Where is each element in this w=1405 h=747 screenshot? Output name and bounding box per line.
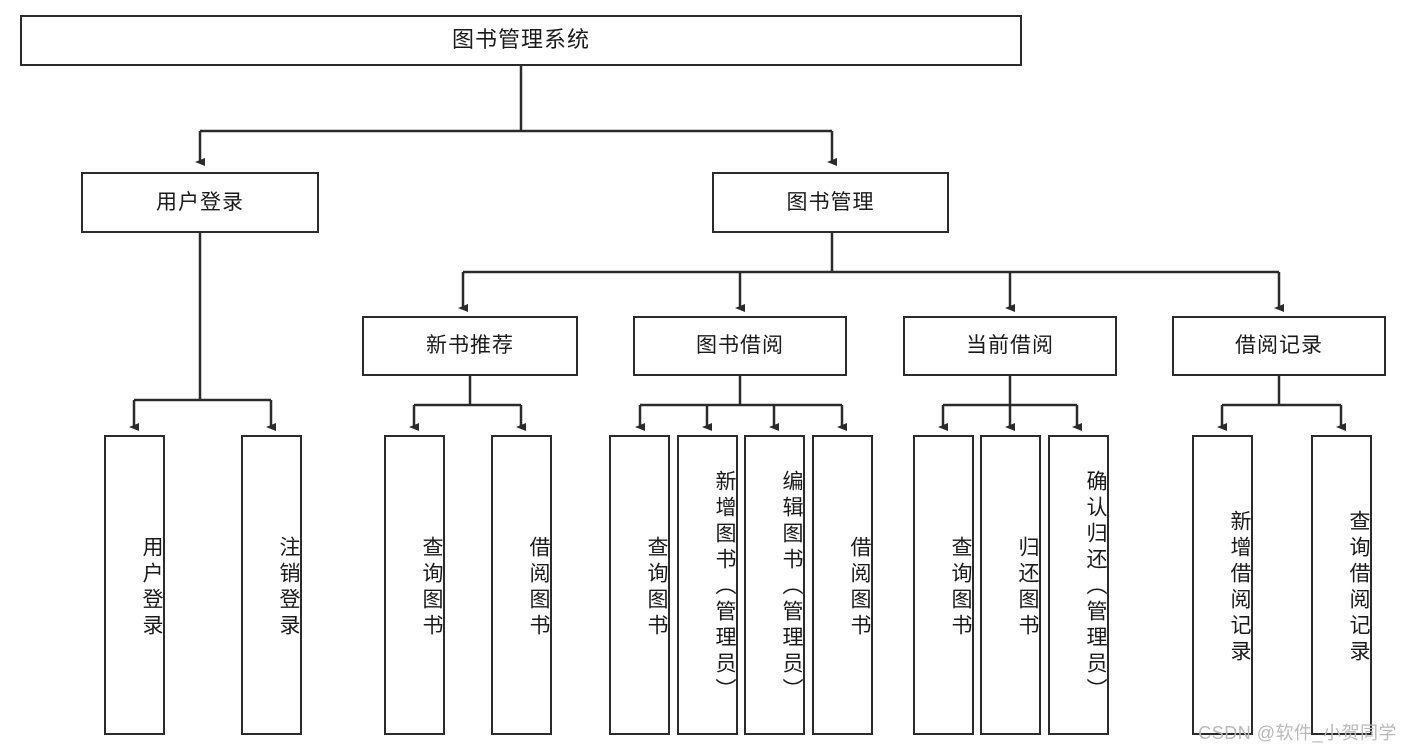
node-label: 查询图书 <box>949 536 972 640</box>
node-label: 新书推荐 <box>426 334 514 358</box>
node-label: 当前借阅 <box>966 334 1054 358</box>
node-label: 注销登录 <box>277 536 300 640</box>
node-root-system[interactable]: 图书管理系统 <box>20 15 1022 66</box>
leaf-return-book[interactable]: 归还图书 <box>980 435 1041 735</box>
leaf-add-book-admin[interactable]: 新增图书（管理员） <box>677 435 738 735</box>
node-label: 图书管理系统 <box>451 27 590 53</box>
node-label: 查询图书 <box>420 536 443 640</box>
node-current-borrow[interactable]: 当前借阅 <box>903 316 1117 376</box>
node-label: 新增图书（管理员） <box>713 470 736 704</box>
node-label: 用户登录 <box>140 536 163 640</box>
node-book-management[interactable]: 图书管理 <box>712 172 949 233</box>
leaf-query-book-recommend[interactable]: 查询图书 <box>384 435 445 735</box>
node-label: 借阅图书 <box>527 536 550 640</box>
leaf-borrow-book[interactable]: 借阅图书 <box>812 435 873 735</box>
node-label: 图书管理 <box>786 190 875 214</box>
node-borrow-record[interactable]: 借阅记录 <box>1172 316 1386 376</box>
node-label: 查询借阅记录 <box>1347 510 1370 666</box>
node-label: 借阅图书 <box>848 536 871 640</box>
leaf-logout[interactable]: 注销登录 <box>241 435 302 735</box>
leaf-confirm-return-admin[interactable]: 确认归还（管理员） <box>1048 435 1109 735</box>
node-label: 编辑图书（管理员） <box>780 470 803 704</box>
leaf-add-borrow-record[interactable]: 新增借阅记录 <box>1192 435 1253 735</box>
node-user-login[interactable]: 用户登录 <box>81 172 319 233</box>
node-new-book-recommend[interactable]: 新书推荐 <box>362 316 578 376</box>
node-label: 新增借阅记录 <box>1228 510 1251 666</box>
node-label: 借阅记录 <box>1235 334 1323 358</box>
watermark-text: CSDN @软件_小贺同学 <box>1198 723 1397 743</box>
leaf-user-login[interactable]: 用户登录 <box>104 435 165 735</box>
leaf-edit-book-admin[interactable]: 编辑图书（管理员） <box>744 435 805 735</box>
leaf-query-borrow-record[interactable]: 查询借阅记录 <box>1311 435 1372 735</box>
node-label: 查询图书 <box>645 536 668 640</box>
node-label: 确认归还（管理员） <box>1084 470 1107 704</box>
leaf-query-book-borrow[interactable]: 查询图书 <box>609 435 670 735</box>
node-book-borrow[interactable]: 图书借阅 <box>633 316 847 376</box>
leaf-borrow-book-recommend[interactable]: 借阅图书 <box>491 435 552 735</box>
node-label: 用户登录 <box>156 190 244 214</box>
node-label: 图书借阅 <box>696 334 784 358</box>
node-label: 归还图书 <box>1016 536 1039 640</box>
leaf-query-book-current[interactable]: 查询图书 <box>913 435 974 735</box>
